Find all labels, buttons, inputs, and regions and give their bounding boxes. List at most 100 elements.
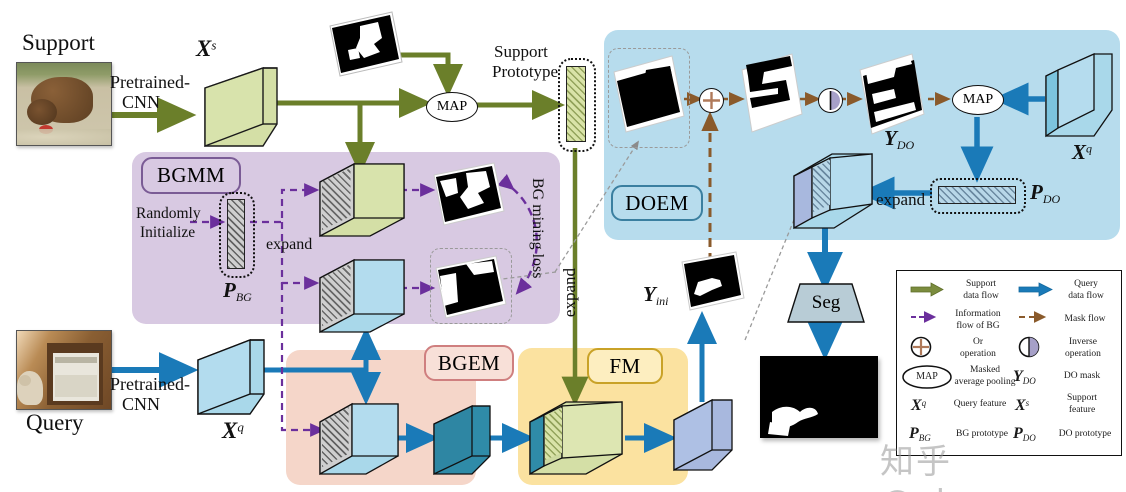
- pdo-subscript: DO: [1042, 192, 1061, 207]
- legend-row2-right-l1: Inverse: [1069, 337, 1097, 347]
- support-prototype-label-line2: Prototype: [492, 62, 559, 81]
- legend-row4-right-l2: feature: [1068, 405, 1096, 415]
- legend-or-icon: [910, 336, 932, 358]
- doem-xq-superscript: q: [1086, 141, 1093, 156]
- support-feature-label: Xs: [196, 36, 216, 62]
- doem-query-feature-block: [1044, 52, 1114, 140]
- legend-row1-left-l2: flow of BG: [956, 321, 1000, 331]
- support-cnn-label-line2: CNN: [122, 92, 161, 112]
- or-operation-icon: [699, 88, 724, 113]
- legend-row1-right-l1: Mask flow: [1064, 314, 1106, 324]
- support-feature-symbol: X: [196, 36, 212, 61]
- bgmm-query-concat-block: [318, 258, 408, 336]
- legend-row2-right-l2: operation: [1065, 349, 1101, 359]
- query-cnn-label-line1: Pretrained-: [110, 374, 190, 394]
- arrow-query-feature-trunk: [262, 326, 382, 406]
- legend-box: MAP YDO Xq Xs PBG PDO Support data flow …: [896, 270, 1122, 456]
- expand-label-bgmm: expand: [266, 236, 313, 253]
- legend-row5-right-l1: DO prototype: [1058, 429, 1112, 439]
- legend-icons: [902, 282, 1053, 389]
- map-oval-top: MAP: [426, 92, 478, 122]
- legend-inverse-icon: [1018, 336, 1040, 358]
- query-feature-symbol: X: [222, 418, 238, 443]
- doem-merged-mask: [741, 53, 803, 133]
- module-label-bgem: BGEM: [424, 345, 514, 381]
- ydo-subscript: DO: [896, 138, 915, 153]
- yini-mask: [681, 251, 745, 311]
- doem-input-mask-dashbox: [608, 48, 690, 148]
- bgmm-mask-support: [433, 162, 505, 226]
- inverse-operation-icon: [818, 88, 843, 113]
- doem-input-mask: [613, 55, 685, 133]
- legend-row3-right-l1: DO mask: [1063, 371, 1101, 381]
- legend-xs-symbol: Xs: [1015, 397, 1030, 414]
- map-oval-doem-label: MAP: [962, 92, 994, 107]
- support-prototype-label-line1: Support: [494, 42, 548, 61]
- pbg-label: PBG: [223, 278, 252, 305]
- pdo-vector: [938, 186, 1016, 204]
- doem-query-feature-label: Xq: [1072, 140, 1092, 165]
- legend-arrow-query: [1018, 282, 1053, 297]
- legend-row2-left-l2: operation: [960, 349, 996, 359]
- legend-arrow-support: [910, 282, 944, 297]
- doem-xq-symbol: X: [1072, 140, 1087, 164]
- pdo-dashbox: [930, 178, 1026, 214]
- arrow-support-mask-to-map: [390, 52, 464, 98]
- expand-label-vertical: expand: [560, 268, 579, 318]
- map-oval-doem: MAP: [952, 85, 1004, 115]
- bgmm-support-concat-block: [318, 162, 408, 240]
- legend-row0-left-l2: data flow: [963, 291, 999, 301]
- support-feature-superscript: s: [211, 37, 217, 53]
- legend-ydo-symbol: YDO: [1013, 368, 1036, 386]
- pbg-symbol: P: [223, 278, 236, 302]
- module-label-fm: FM: [587, 348, 663, 384]
- query-image: [16, 330, 112, 410]
- yini-subscript: ini: [655, 294, 669, 309]
- pbg-dashbox: [219, 192, 255, 278]
- randomly-initialize-line2: Initialize: [140, 224, 196, 241]
- fm-concat-block: [528, 400, 628, 478]
- legend-row0-right-l2: data flow: [1068, 291, 1104, 301]
- support-prototype-vector: [566, 66, 586, 142]
- ydo-mask: [859, 53, 925, 135]
- arrow-bgmm-info-flow: [190, 173, 538, 437]
- query-feature-block: [196, 338, 266, 418]
- pdo-label: PDO: [1030, 180, 1060, 207]
- module-label-bgmm-text: BGMM: [156, 163, 226, 187]
- legend-row4-left-l1: Query feature: [953, 399, 1007, 409]
- legend-map-label: MAP: [916, 371, 938, 382]
- seg-label: Seg: [811, 292, 841, 313]
- module-label-doem: DOEM: [611, 185, 703, 221]
- legend-pbg-symbol: PBG: [909, 425, 931, 443]
- ydo-label: YDO: [884, 126, 914, 153]
- bgem-input-block: [318, 402, 402, 476]
- query-feature-label: Xq: [222, 418, 244, 444]
- watermark: 知乎 @shanzsz: [880, 442, 1063, 492]
- support-prototype-dashbox: [558, 58, 596, 152]
- legend-xq-symbol: Xq: [911, 397, 927, 414]
- legend-pdo-symbol: PDO: [1013, 425, 1036, 443]
- bgmm-mask-query-dashbox: [430, 248, 512, 324]
- support-mask: [329, 11, 403, 77]
- expand-label-doem: expand: [876, 190, 926, 209]
- legend-row2-left-l1: Or: [972, 337, 984, 347]
- support-cnn-label-line1: Pretrained-: [110, 72, 190, 92]
- query-feature-superscript: q: [237, 419, 244, 435]
- query-cnn-label-line2: CNN: [122, 394, 161, 414]
- fm-output-block: [672, 398, 736, 472]
- yini-label: Yini: [643, 282, 669, 309]
- module-label-doem-text: DOEM: [625, 190, 689, 215]
- seg-block: Seg: [786, 282, 866, 324]
- legend-row5-left-l1: BG prototype: [956, 429, 1008, 439]
- support-feature-block: [203, 66, 279, 150]
- doem-feature-block: [790, 152, 876, 232]
- legend-row3-left-l1: Masked: [969, 365, 1001, 375]
- pbg-subscript: BG: [235, 290, 252, 305]
- module-label-bgmm: BGMM: [141, 157, 241, 194]
- legend-map-oval: [902, 365, 952, 389]
- randomly-initialize-line1: Randomly: [136, 205, 201, 222]
- support-input-label: Support: [22, 30, 95, 55]
- legend-row0-right-l1: Query: [1074, 279, 1098, 289]
